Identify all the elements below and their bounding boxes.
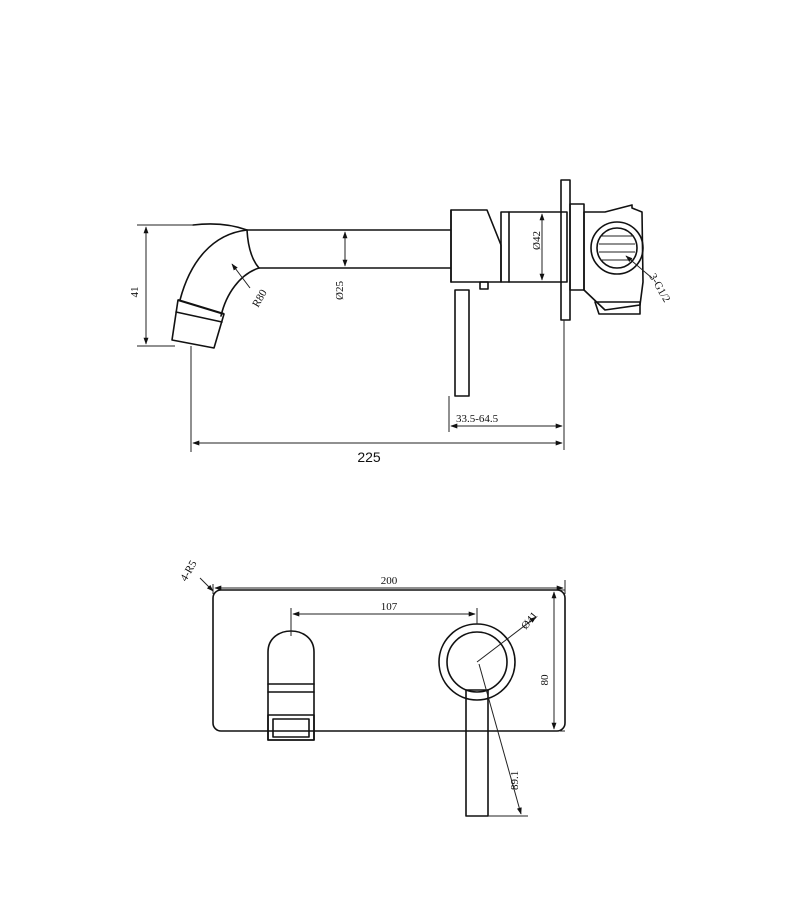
dim-plate-width: 200	[212, 575, 566, 594]
dim-wall-depth: 33.5-64.5	[448, 320, 565, 450]
dim-plate-height-label: 80	[539, 674, 551, 686]
dim-height-label: 41	[129, 287, 141, 298]
side-view: 41 R80 Ø25 Ø42 3-G1/2 33.5-64.5	[129, 179, 672, 465]
dim-handle-diameter-label: Ø41	[519, 610, 540, 632]
dim-total-length: 225	[190, 346, 563, 465]
spout	[171, 223, 451, 349]
dim-bend-radius-label: R80	[250, 287, 270, 309]
front-view: 4-R5 200 107 Ø41 80	[178, 558, 566, 817]
dim-lever-length-label: 89.1	[509, 771, 521, 790]
wall-plate	[560, 179, 644, 321]
dim-handle-diameter: Ø41	[476, 610, 540, 663]
dim-valve-diameter: Ø42	[531, 213, 545, 281]
dim-thread: 3-G1/2	[625, 255, 672, 305]
lever-handle	[454, 289, 470, 397]
dim-plate-width-label: 200	[381, 575, 398, 587]
dim-corner-radius: 4-R5	[178, 558, 214, 592]
dim-spacing-label: 107	[381, 601, 398, 613]
handle	[438, 623, 516, 817]
dim-lever-length: 89.1	[478, 663, 528, 817]
dim-spacing: 107	[290, 601, 478, 636]
spout-outlet	[267, 630, 315, 741]
dim-corner-radius-label: 4-R5	[178, 558, 200, 583]
dim-spout-diameter-label: Ø25	[334, 281, 346, 300]
dim-wall-depth-label: 33.5-64.5	[456, 413, 499, 425]
dim-plate-height: 80	[539, 589, 565, 732]
valve-body	[450, 209, 568, 290]
dim-total-length-label: 225	[357, 449, 381, 465]
dim-spout-diameter: Ø25	[334, 231, 348, 300]
dim-thread-label: 3-G1/2	[646, 272, 672, 305]
dim-height: 41	[129, 224, 193, 347]
dim-valve-diameter-label: Ø42	[531, 231, 543, 250]
